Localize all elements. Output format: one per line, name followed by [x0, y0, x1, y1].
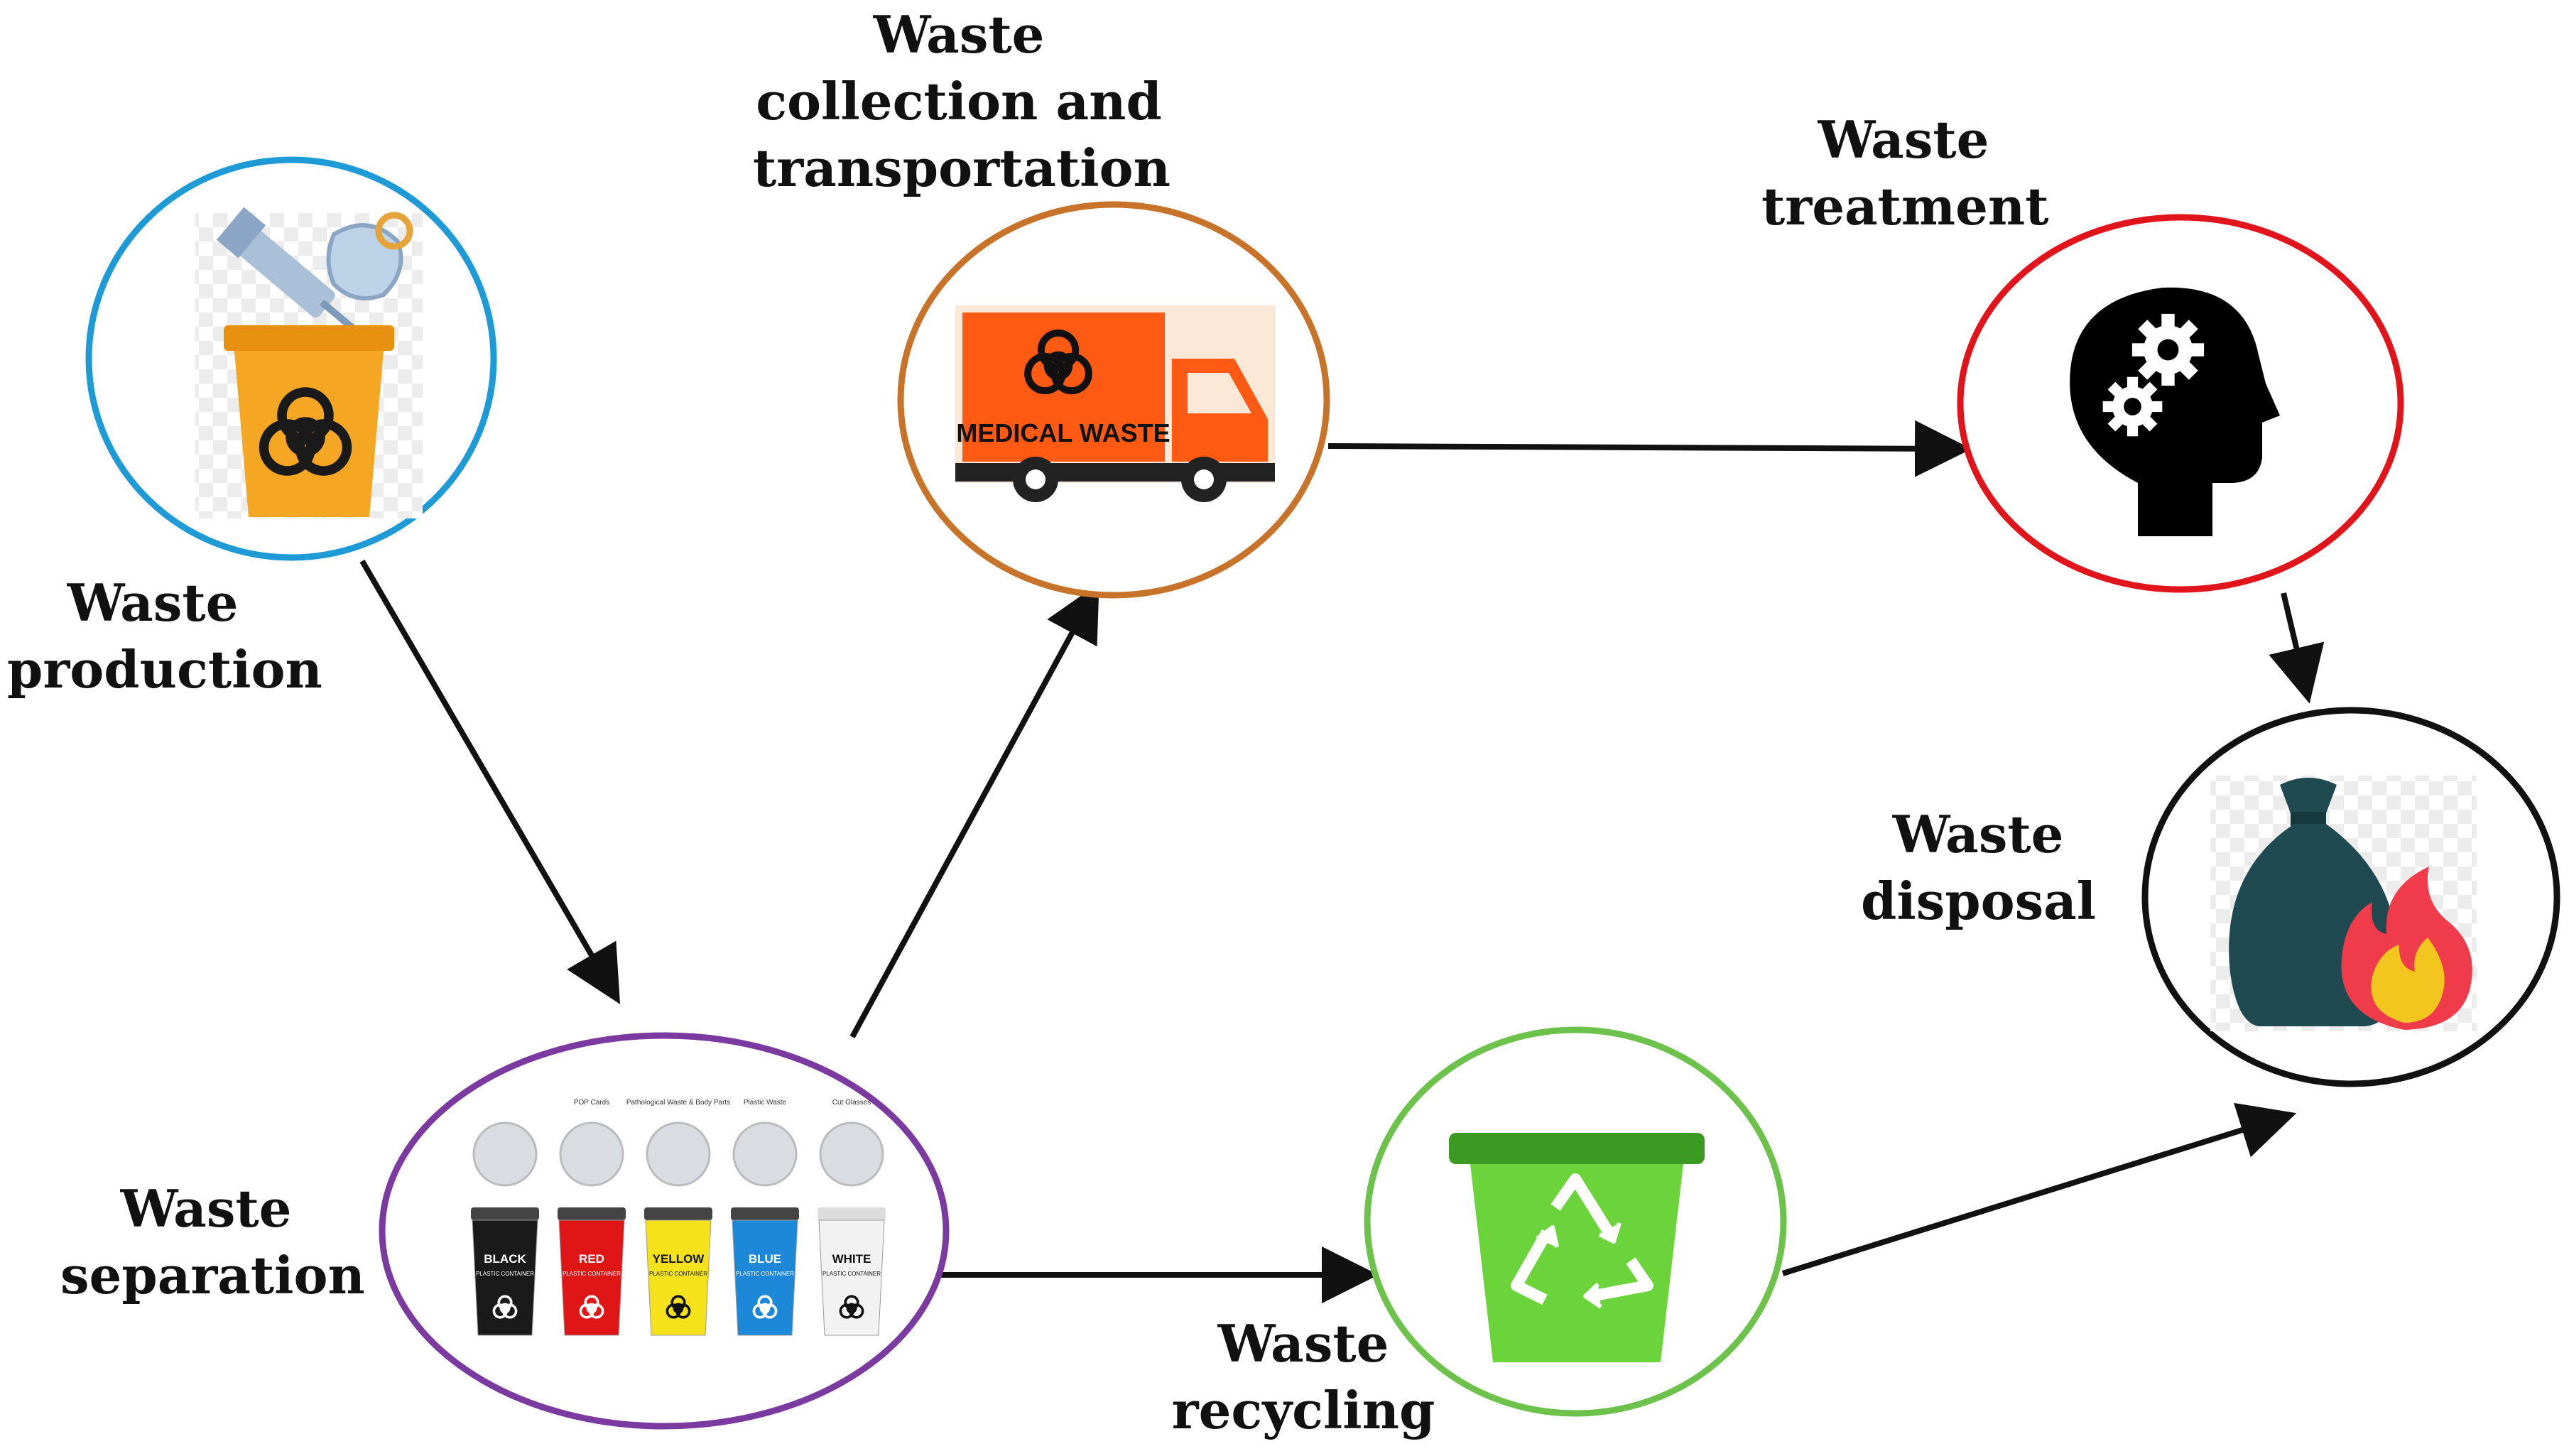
node-recycling	[1364, 1026, 1787, 1417]
label-production-line2: production	[7, 639, 322, 700]
bin-sublabel: PLASTIC CONTAINER	[822, 1271, 881, 1277]
label-disposal-line1: Waste	[1892, 804, 2064, 864]
bin-caption: POP Cards	[574, 1099, 609, 1107]
label-separation: Waste separation	[60, 1175, 365, 1309]
bin-sublabel: PLASTIC CONTAINER	[476, 1271, 534, 1277]
bin-body	[818, 1219, 885, 1336]
waste-sample	[732, 1121, 798, 1187]
label-separation-line1: Waste	[120, 1178, 292, 1239]
gear-icon	[2131, 313, 2205, 386]
bin-body	[645, 1219, 712, 1336]
bin-lid	[558, 1207, 626, 1220]
bin-sublabel: PLASTIC CONTAINER	[736, 1271, 794, 1277]
bin-lid	[471, 1207, 539, 1220]
bin-caption: Cut Glasses	[832, 1099, 871, 1107]
truck-icon: MEDICAL WASTE	[955, 305, 1275, 502]
arrow-treatment-to-disposal	[2269, 592, 2325, 704]
mask-icon	[326, 212, 413, 300]
label-production-line1: Waste	[67, 572, 239, 633]
waste-sample	[472, 1121, 538, 1187]
bin-caption: Plastic Waste	[744, 1099, 787, 1107]
arrow-collection-to-treatment	[1327, 420, 1972, 477]
bin-label: WHITE	[832, 1252, 871, 1266]
label-separation-line2: separation	[60, 1245, 365, 1305]
head-gears-icon	[2070, 287, 2280, 536]
arrow-recycling-to-disposal	[1781, 1102, 2297, 1276]
bin-body	[732, 1219, 798, 1336]
waste-sample	[559, 1121, 624, 1187]
label-collection-line1: Waste	[873, 4, 1045, 65]
node-production	[85, 156, 497, 561]
recycle-bin-icon	[1449, 1133, 1705, 1362]
bin-lid	[731, 1207, 799, 1220]
label-disposal: Waste disposal	[1861, 801, 2097, 935]
label-disposal-line2: disposal	[1861, 871, 2097, 931]
waste-sample	[819, 1121, 884, 1187]
bin-label: BLUE	[749, 1252, 781, 1266]
label-collection-line3: transportation	[753, 138, 1171, 198]
bin-body	[472, 1219, 538, 1336]
bin-lid	[818, 1207, 886, 1220]
bin-sublabel: PLASTIC CONTAINER	[563, 1271, 621, 1277]
label-collection-line2: collection and	[756, 71, 1162, 131]
bin-sublabel: PLASTIC CONTAINER	[649, 1271, 707, 1277]
recycle-icon	[1511, 1173, 1653, 1309]
label-treatment-line1: Waste	[1818, 109, 1989, 170]
bin-label: BLACK	[484, 1252, 526, 1266]
label-recycling-line1: Waste	[1217, 1313, 1389, 1374]
label-treatment: Waste treatment	[1761, 107, 2049, 240]
label-collection: Waste collection and transportation	[753, 1, 1171, 202]
fire-icon	[2341, 866, 2472, 1030]
bin-label: RED	[579, 1252, 604, 1266]
node-collection: MEDICAL WASTE	[897, 201, 1330, 599]
label-recycling: Waste recycling	[1161, 1310, 1445, 1444]
node-treatment	[1957, 214, 2404, 593]
node-disposal	[2141, 707, 2560, 1087]
label-recycling-line2: recycling	[1171, 1380, 1435, 1440]
bin-body	[558, 1219, 625, 1336]
bin-black: BLACK PLASTIC CONTAINER	[471, 1121, 539, 1336]
bin-label: YELLOW	[653, 1252, 705, 1266]
bin-caption: Pathological Waste & Body Parts	[626, 1099, 730, 1107]
gear-icon	[2102, 376, 2163, 437]
arrow-production-to-separation	[359, 559, 621, 1004]
label-production: Waste production	[7, 570, 322, 703]
arrow-separation-to-collection	[849, 582, 1099, 1038]
flow-arrows	[359, 420, 2325, 1303]
label-treatment-line2: treatment	[1761, 176, 2049, 237]
bin-lid	[644, 1207, 712, 1220]
waste-sample	[646, 1121, 711, 1187]
truck-text: MEDICAL WASTE	[956, 418, 1170, 447]
biohazard-bin-icon	[224, 325, 394, 517]
